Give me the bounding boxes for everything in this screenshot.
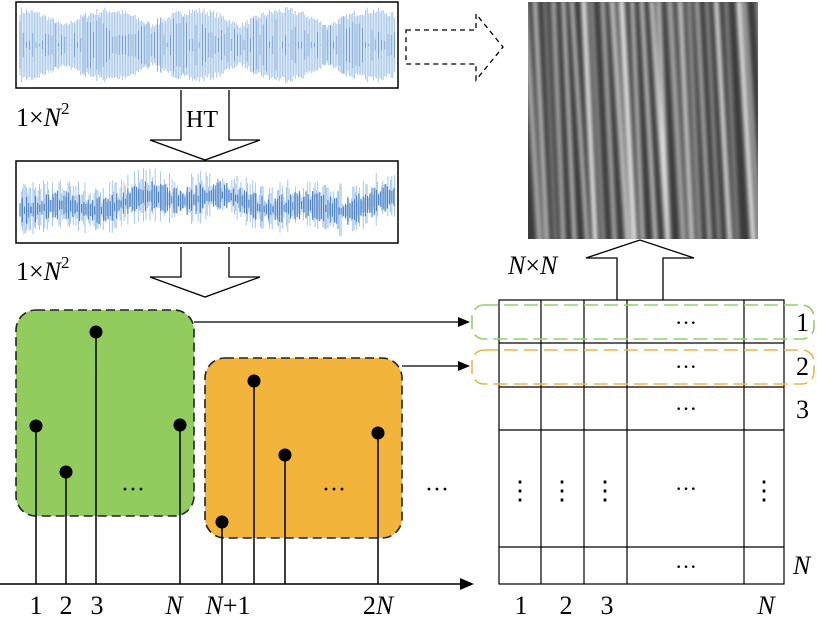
group-2-arrowhead: [458, 361, 470, 371]
row-2-ellipsis: ···: [675, 354, 697, 379]
sample-point: [89, 325, 103, 339]
image-stripe: [570, 2, 589, 239]
row-label-1: 1: [796, 308, 809, 337]
transformed-signal-size-label: 1×N2: [16, 253, 70, 286]
row-1-highlight: [471, 304, 815, 340]
image-stripe: [581, 2, 598, 239]
axis-tick-2n: 2N: [363, 591, 395, 619]
dashed-arrow-to-image: [405, 12, 504, 82]
raw-signal-trace-dark: [19, 16, 395, 74]
image-stripe: [589, 2, 606, 239]
gray-image: [528, 0, 781, 242]
sample-axis-arrowhead: [460, 578, 474, 590]
row-n-ellipsis: ···: [675, 554, 697, 579]
col-3-vellipsis: ⋮: [592, 476, 618, 505]
middle-ellipsis: ···: [675, 476, 697, 501]
image-stripe: [551, 2, 566, 239]
raw-signal-panel: [15, 1, 399, 89]
image-size-label: N×N: [507, 251, 559, 280]
axis-tick-3: 3: [91, 591, 104, 619]
row-2-highlight: [471, 349, 815, 385]
image-stripe: [600, 2, 617, 239]
image-stripe: [695, 2, 712, 239]
image-stripe: [656, 2, 671, 239]
ht-label: HT: [186, 107, 218, 133]
row-label-n: N: [792, 551, 812, 580]
image-stripe: [677, 2, 695, 239]
image-stripe: [640, 2, 657, 239]
axis-tick-2: 2: [60, 591, 73, 619]
image-stripe: [764, 0, 781, 242]
transformed-signal-trace-dark: [19, 181, 395, 225]
image-stripe: [666, 2, 687, 239]
sample-stems: [35, 332, 379, 584]
group-2-box: [204, 357, 403, 539]
image-stripe: [705, 2, 721, 239]
row-1-ellipsis: ···: [675, 310, 697, 335]
raw-signal-waveform: [19, 7, 395, 83]
matrix-to-image-arrow: [585, 239, 695, 300]
sample-point: [59, 465, 73, 479]
sample-point: [215, 515, 229, 529]
group-1-box: [15, 309, 195, 517]
transformed-signal-waveform: [19, 168, 395, 237]
sample-point: [173, 418, 187, 432]
image-stripe: [561, 2, 576, 239]
sample-point: [278, 448, 292, 462]
transformed-signal-panel: [15, 160, 399, 244]
axis-tick-1: 1: [30, 591, 43, 619]
col-label-1: 1: [515, 591, 528, 619]
image-stripe: [649, 2, 670, 239]
ht-arrow: [149, 90, 261, 161]
col-label-3: 3: [601, 591, 614, 619]
raw-signal-size-label: 1×N2: [16, 99, 70, 132]
col-2-vellipsis: ⋮: [549, 476, 575, 505]
image-stripe: [724, 2, 740, 239]
image-stripe: [533, 2, 549, 239]
sample-point: [29, 419, 43, 433]
image-stripe: [618, 2, 638, 239]
col-label-n: N: [756, 591, 776, 619]
row-3-ellipsis: ···: [675, 396, 697, 421]
sample-point: [247, 374, 261, 388]
axis-tick-n: N: [164, 591, 184, 619]
axis-tick-n-plus-1: N+1: [204, 591, 250, 619]
col-1-vellipsis: ⋮: [507, 476, 533, 505]
row-label-2: 2: [796, 352, 809, 381]
row-label-3: 3: [796, 395, 809, 424]
image-stripe: [630, 2, 645, 239]
image-stripe: [714, 2, 732, 239]
image-stripe: [528, 4, 543, 239]
image-stripe: [686, 2, 702, 239]
split-arrow: [149, 247, 261, 298]
group-1-ellipsis: ···: [121, 477, 145, 503]
sample-points: [29, 325, 385, 529]
image-stripe: [736, 2, 756, 239]
group-1-arrowhead: [458, 317, 470, 327]
image-stripe: [543, 2, 557, 239]
image-stripe: [755, 2, 758, 54]
nxn-matrix: [498, 299, 785, 585]
more-groups-ellipsis: ···: [425, 477, 449, 503]
image-stripe: [743, 2, 758, 232]
col-label-2: 2: [560, 591, 573, 619]
sample-point: [371, 426, 385, 440]
image-stripe: [609, 2, 630, 239]
group-2-ellipsis: ···: [322, 477, 346, 503]
col-n-vellipsis: ⋮: [751, 476, 777, 505]
